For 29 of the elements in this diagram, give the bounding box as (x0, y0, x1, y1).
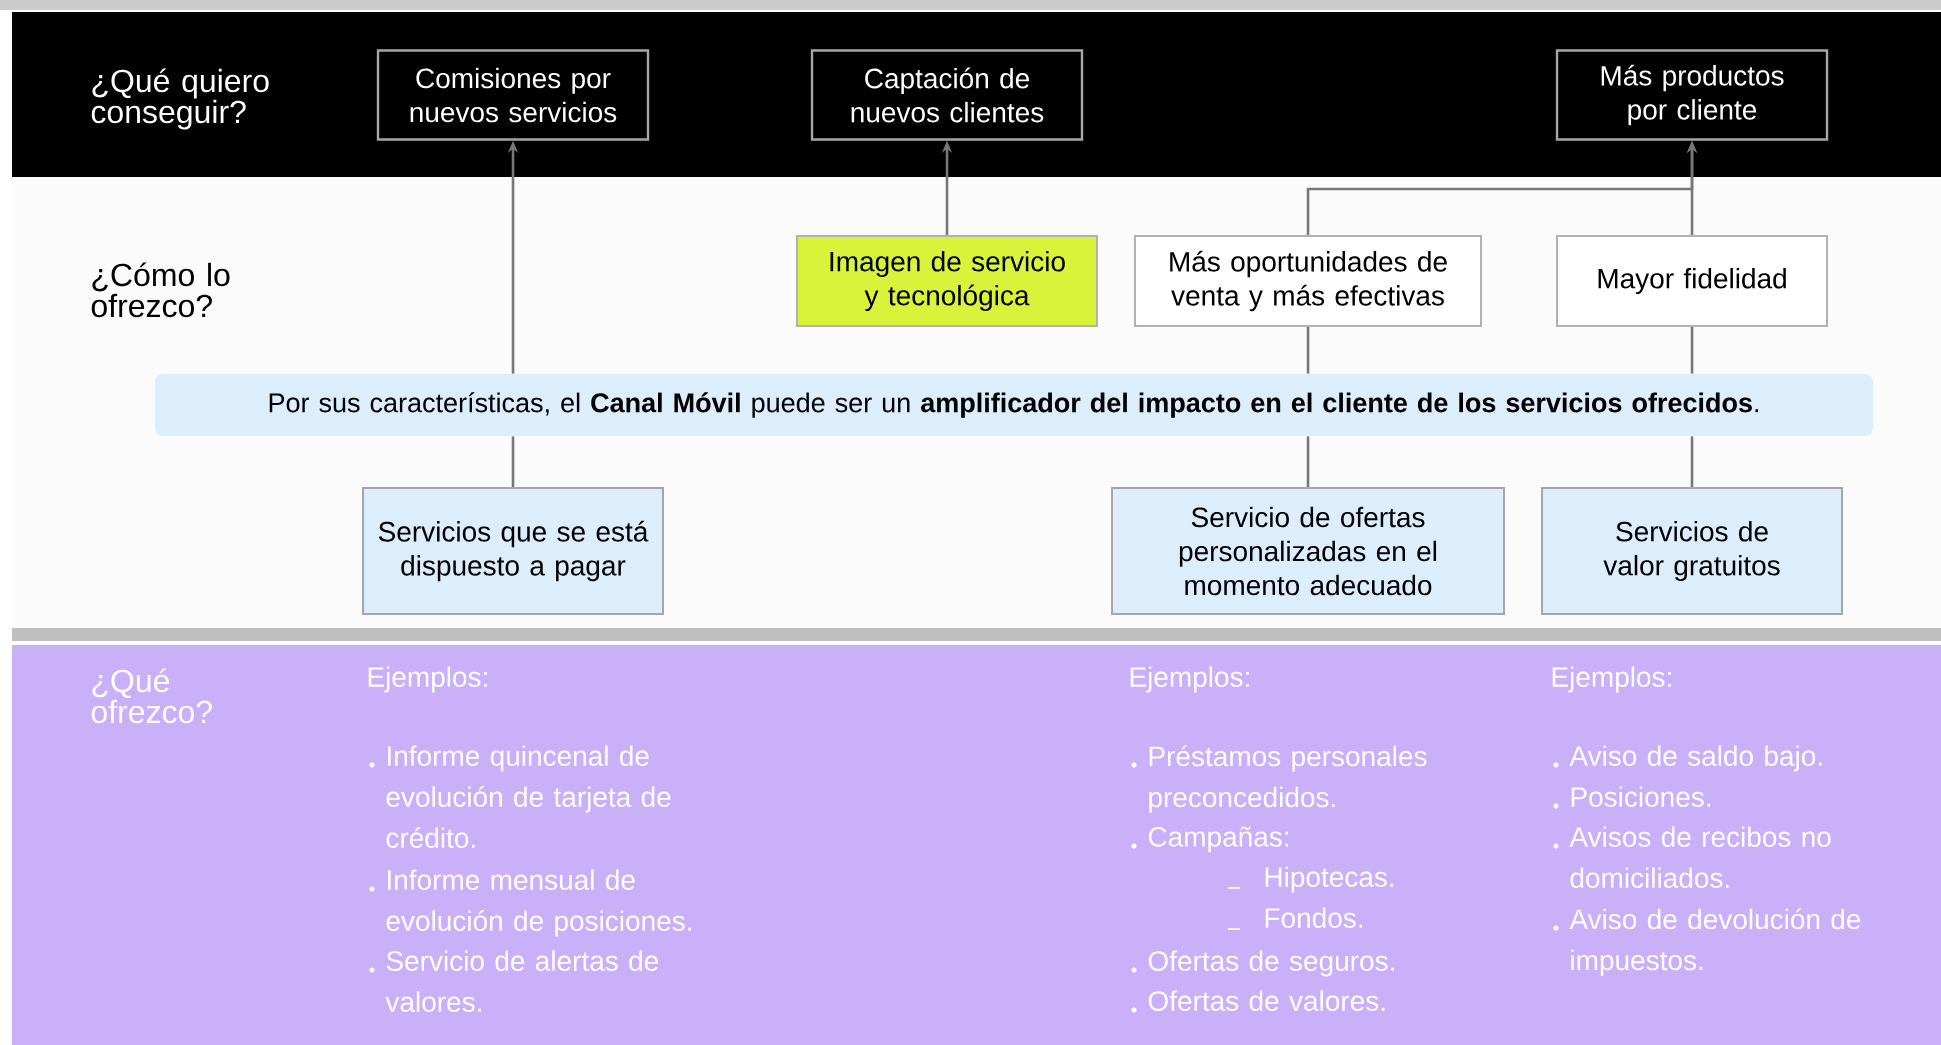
list-item: Ofertas de valores. (1131, 990, 1385, 1013)
benefit-box: Mayor fidelidad (1556, 235, 1828, 327)
service-box: Servicios de valor gratuitos (1541, 487, 1843, 615)
list-item: Aviso de devolución de impuestos. (1553, 908, 1861, 976)
list-item: Ofertas de seguros. (1131, 950, 1394, 977)
statement-banner: Por sus características, el Canal Móvil puede ser un amplificador del impacto en el cliente de los servicios ofrecidos. (155, 374, 1873, 436)
list-item: Servicio de alertas de valores. (369, 950, 658, 1012)
list-item: Préstamos personales preconcedidos. (1131, 745, 1427, 813)
row-heading: ¿Qué ofrezco? (91, 668, 212, 724)
list-item: Informe quincenal de evolución de tarjeta de crédito. (369, 745, 671, 848)
list-item: Informe mensual de evolución de posiciones. (369, 869, 691, 937)
row-heading: ¿Qué quiero conseguir? (91, 68, 269, 130)
benefit-box: Imagen de servicio y tecnológica (796, 235, 1098, 327)
examples-heading: Ejemplos: (368, 666, 487, 693)
goal-box: Comisiones por nuevos servicios (376, 49, 650, 141)
sub-list-item: Fondos. (1227, 907, 1363, 930)
row-heading: ¿Cómo lo ofrezco? (91, 262, 230, 318)
service-box: Servicio de ofertas personalizadas en el momento adecuado (1111, 487, 1505, 615)
examples-heading: Ejemplos: (1552, 666, 1671, 693)
sub-list-item: Hipotecas. (1227, 866, 1394, 893)
list-item: Avisos de recibos no domiciliados. (1553, 826, 1831, 888)
goal-box: Más productos por cliente (1555, 49, 1829, 141)
list-item: Posiciones. (1553, 786, 1711, 809)
list-item: Campañas: (1131, 826, 1289, 853)
benefit-box: Más oportunidades de venta y más efectivas (1134, 235, 1482, 327)
goal-box: Captación de nuevos clientes (810, 49, 1084, 141)
service-box: Servicios que se está dispuesto a pagar (362, 487, 664, 615)
list-item: Aviso de saldo bajo. (1553, 745, 1822, 772)
examples-heading: Ejemplos: (1130, 666, 1249, 693)
